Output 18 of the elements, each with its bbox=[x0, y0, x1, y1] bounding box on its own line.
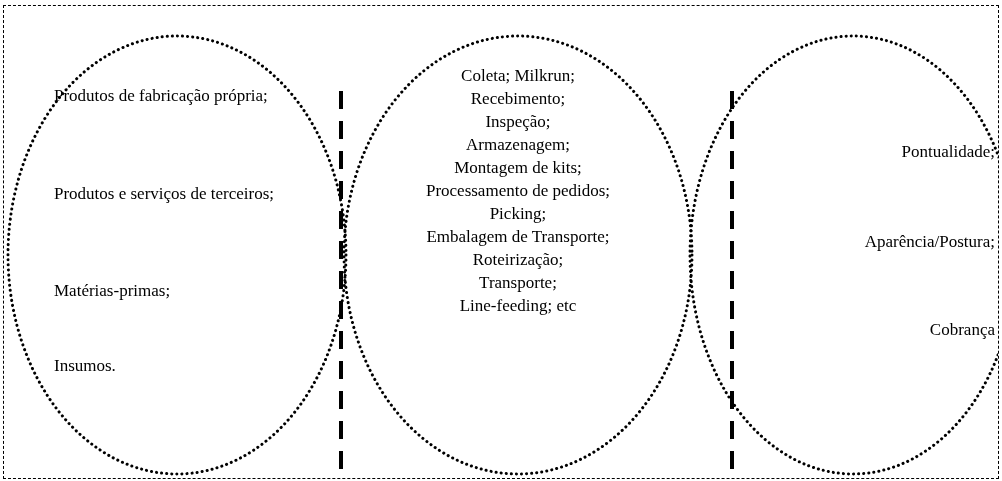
list-item-text: Pontualidade; bbox=[901, 142, 995, 162]
list-item-text: Cobrança bbox=[929, 320, 995, 340]
list-item-text: Armazenagem; bbox=[465, 135, 571, 155]
list-item-text: Embalagem de Transporte; bbox=[425, 227, 611, 247]
list-item-text: Matérias-primas; bbox=[54, 281, 172, 301]
list-item-text: Recebimento; bbox=[469, 89, 567, 109]
list-item-text: Aparência/Postura; bbox=[864, 232, 995, 252]
list-item-text: Insumos. bbox=[54, 356, 117, 376]
list-item-text: Processamento de pedidos; bbox=[424, 181, 612, 201]
list-item-text: Produtos e serviços de terceiros; bbox=[54, 184, 275, 204]
list-item-text: Roteirização; bbox=[471, 250, 565, 270]
list-item-text: Picking; bbox=[488, 204, 548, 224]
list-item-text: Coleta; Milkrun; bbox=[460, 66, 576, 86]
list-item-text: Line-feeding; etc bbox=[458, 296, 578, 316]
list-item-text: Inspeção; bbox=[484, 112, 552, 132]
list-item-text: Transporte; bbox=[478, 273, 558, 293]
list-item-text: Montagem de kits; bbox=[453, 158, 583, 178]
list-item-text: Produtos de fabricação própria; bbox=[54, 86, 269, 106]
